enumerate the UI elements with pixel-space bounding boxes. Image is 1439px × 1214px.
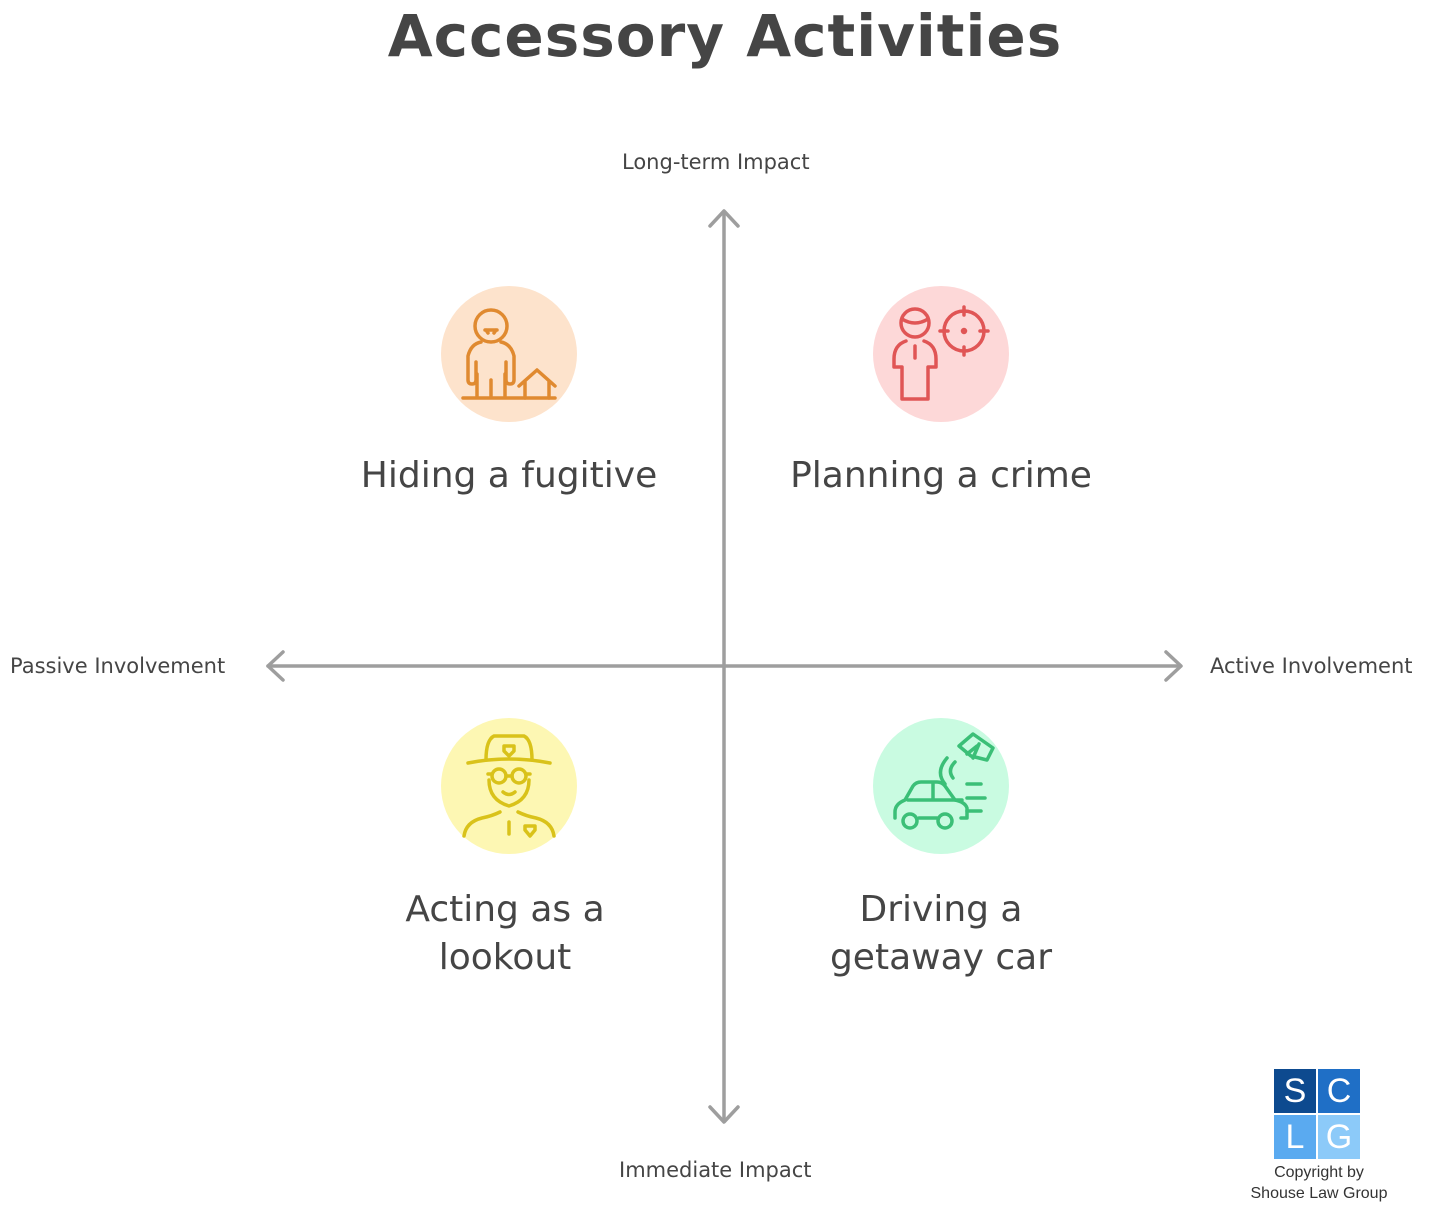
quadrant-bottom-left-label: Acting as a lookout	[360, 886, 650, 982]
axis-label-bottom: Immediate Impact	[619, 1158, 812, 1182]
logo-letter-g: G	[1318, 1115, 1360, 1159]
sclg-logo: S C L G	[1274, 1069, 1362, 1161]
arrow-up-icon	[708, 209, 740, 228]
logo-letter-l: L	[1274, 1115, 1316, 1159]
fugitive-house-icon	[461, 308, 557, 400]
diagram-title: Accessory Activities	[387, 2, 1063, 70]
axis-label-right: Active Involvement	[1210, 654, 1413, 678]
quadrant-bottom-right-label: Driving a getaway car	[790, 886, 1092, 982]
quadrant-bottom-right-circle	[873, 718, 1009, 854]
copyright-line1: Copyright by	[1274, 1164, 1364, 1181]
quadrant-top-right-circle	[873, 286, 1009, 422]
arrow-left-icon	[266, 650, 285, 682]
getaway-car-icon	[893, 732, 995, 830]
arrow-right-icon	[1164, 650, 1183, 682]
quadrant-top-right-label: Planning a crime	[790, 455, 1092, 496]
axis-label-left: Passive Involvement	[10, 654, 226, 678]
quadrant-bottom-right-label-line2: getaway car	[829, 937, 1053, 978]
quadrant-bottom-left-label-line2: lookout	[438, 937, 572, 978]
arrow-down-icon	[708, 1105, 740, 1124]
copyright-text: Copyright by Shouse Law Group	[1238, 1162, 1400, 1204]
quadrant-bottom-right-label-line1: Driving a	[859, 889, 1023, 930]
person-target-icon	[892, 305, 990, 401]
quadrant-bottom-left-circle	[441, 718, 577, 854]
quadrant-top-left-circle	[441, 286, 577, 422]
lookout-officer-icon	[462, 734, 556, 838]
copyright-line2: Shouse Law Group	[1250, 1185, 1388, 1202]
quadrant-top-left-label: Hiding a fugitive	[360, 455, 658, 496]
axis-label-top: Long-term Impact	[622, 150, 810, 174]
logo-letter-c: C	[1318, 1069, 1360, 1113]
logo-letter-s: S	[1274, 1069, 1316, 1113]
quadrant-bottom-left-label-line1: Acting as a	[405, 889, 605, 930]
